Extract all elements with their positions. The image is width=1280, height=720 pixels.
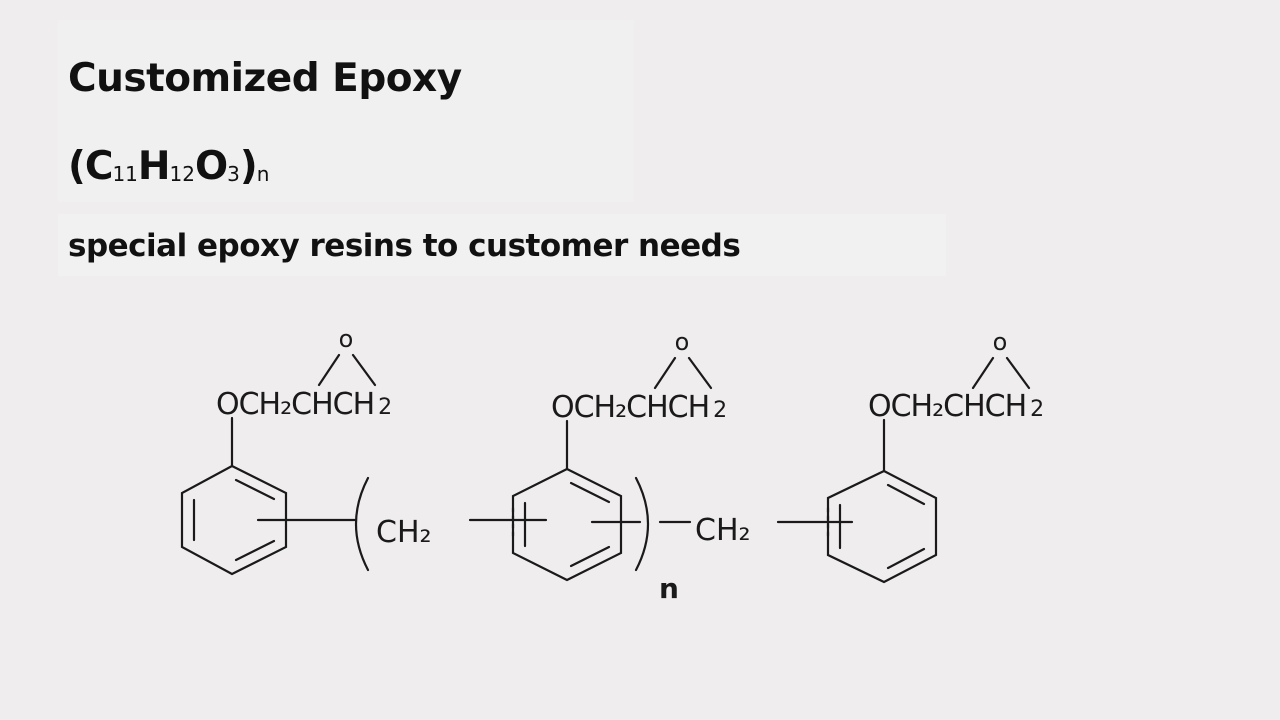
benzene-ring-1	[180, 464, 288, 576]
epoxide-oxygen-3: o	[993, 328, 1008, 356]
methylene-label-1: CH₂	[376, 515, 432, 550]
close-paren-bracket	[634, 476, 650, 572]
subtitle-panel: special epoxy resins to customer needs	[58, 214, 946, 276]
open-paren-bracket	[354, 476, 370, 572]
page-subtitle: special epoxy resins to customer needs	[68, 228, 741, 264]
benzene-ring-3	[826, 469, 938, 584]
title-panel: Customized Epoxy (C11H12O3)n	[58, 20, 634, 202]
repeat-index-n: n	[659, 572, 679, 605]
page-title: Customized Epoxy	[68, 56, 462, 101]
epoxide-oxygen-1: o	[339, 325, 354, 353]
methylene-label-2: CH₂	[695, 513, 751, 548]
benzene-ring-2	[511, 467, 623, 582]
epoxide-oxygen-2: o	[675, 328, 690, 356]
molecular-formula: (C11H12O3)n	[68, 144, 270, 189]
